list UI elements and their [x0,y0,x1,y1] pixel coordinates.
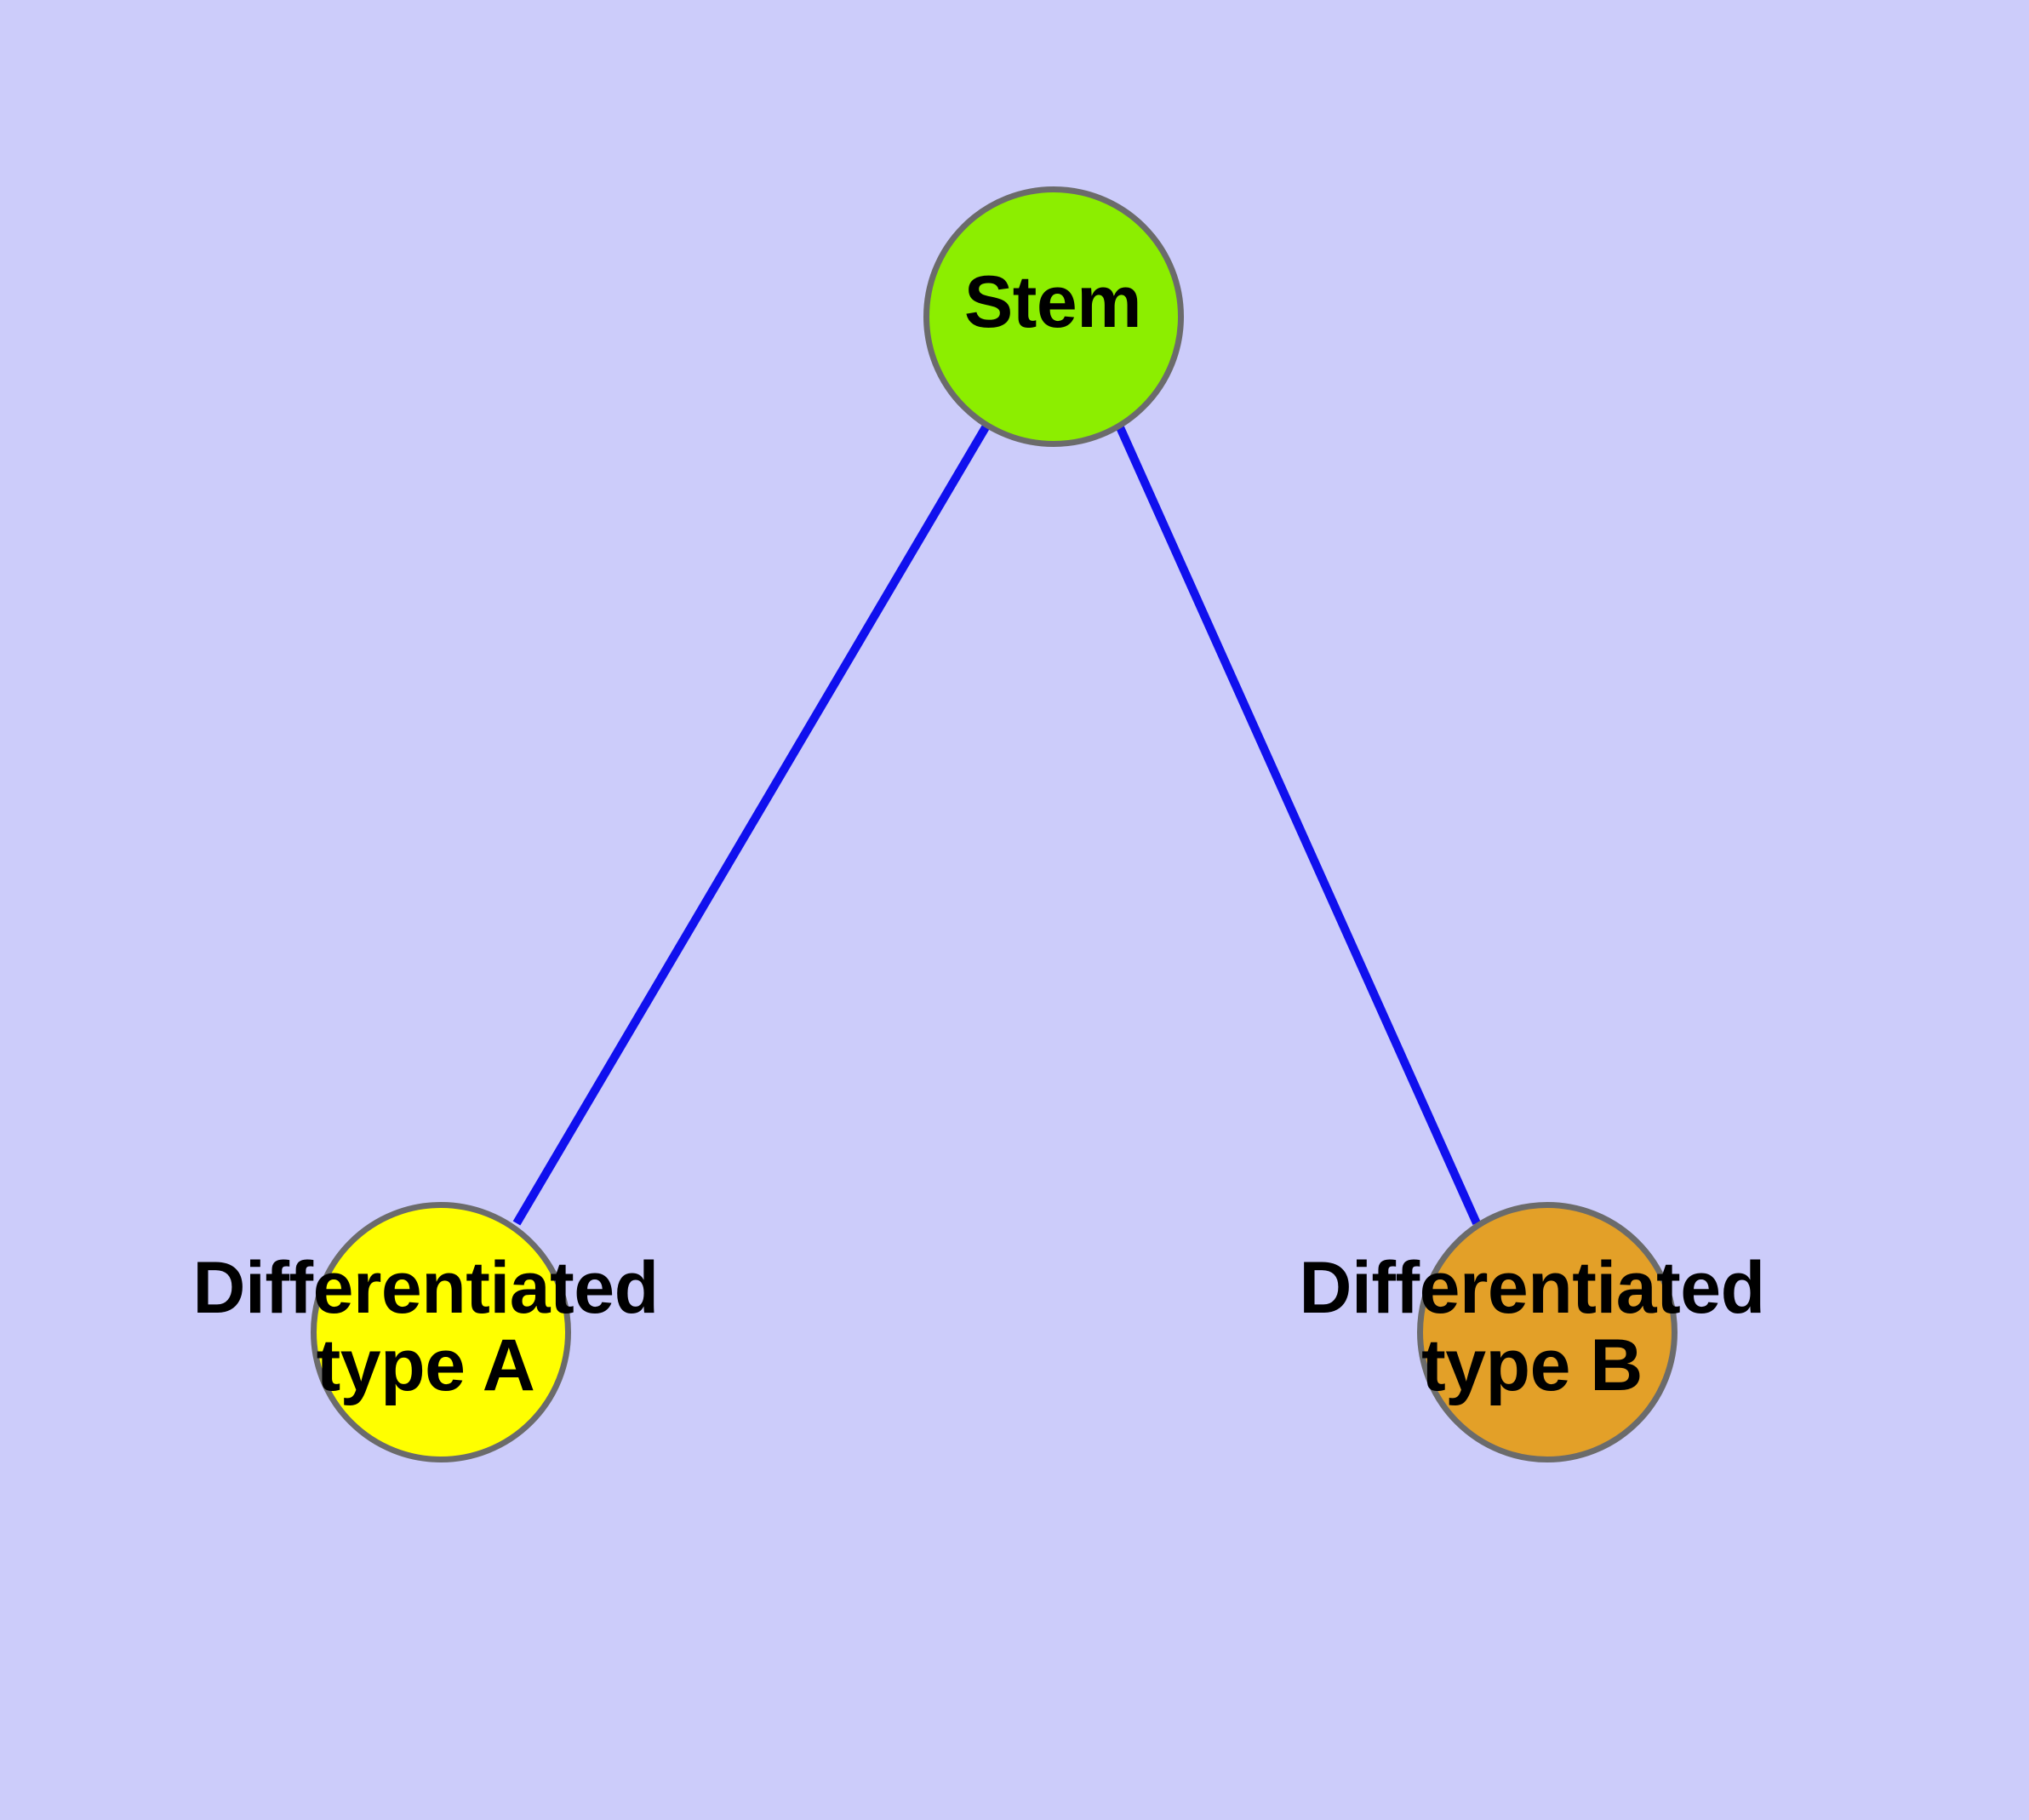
edge-stem-to-differentiated-type-b [1116,425,1481,1226]
edge-stem-to-differentiated-type-a [512,425,990,1226]
node-differentiated-type-b-label-line-1: Differentiated [1299,1247,1765,1329]
node-differentiated-type-b-label-line-2: type B [1421,1325,1643,1407]
node-differentiated-type-a[interactable] [311,1202,571,1462]
node-differentiated-type-a-label-line-2: type A [316,1325,535,1407]
node-differentiated-type-a-label-line-1: Differentiated [192,1247,659,1329]
node-differentiated-type-b-label: Differentiated type B [1277,1247,1787,1407]
node-differentiated-type-a-label: Differentiated type A [170,1247,681,1407]
node-differentiated-type-b[interactable] [1417,1202,1677,1462]
node-stem[interactable] [923,186,1184,447]
node-stem-label: Stem [797,261,1308,343]
node-stem-label-line-1: Stem [963,261,1142,343]
